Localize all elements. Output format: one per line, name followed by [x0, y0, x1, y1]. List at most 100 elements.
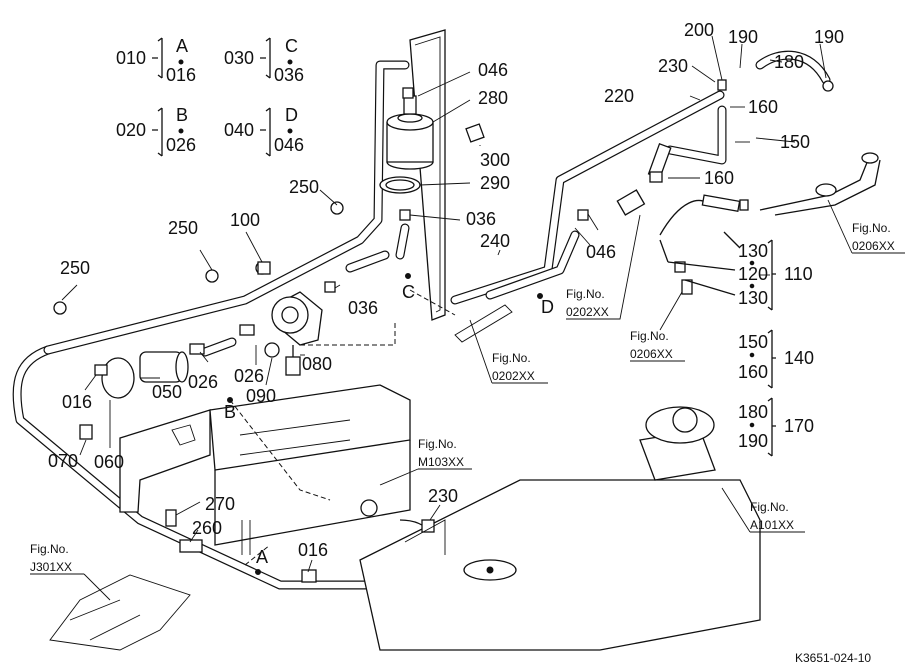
group-total: 110: [784, 264, 813, 284]
svg-text:Fig.No.: Fig.No.: [492, 351, 531, 365]
callout: 026: [188, 372, 218, 392]
fuel-strainer: [101, 351, 189, 399]
group-item: 160: [738, 362, 768, 382]
legend-code: 010: [116, 48, 146, 68]
callout: 026: [234, 366, 264, 386]
callout: 250: [168, 218, 198, 238]
fig-ref-0202-low: Fig.No. 0202XX: [454, 304, 548, 384]
svg-text:Fig.No.: Fig.No.: [30, 542, 69, 556]
callout: 090: [246, 386, 276, 406]
frame-rail: [209, 384, 411, 546]
callout: 220: [604, 86, 634, 106]
fig-ref-0202-mid: Fig.No. 0202XX: [566, 214, 641, 320]
callout: 200: [684, 20, 714, 40]
callout: 046: [478, 60, 508, 80]
fuel-lines: [12, 50, 831, 590]
legend-code: 030: [224, 48, 254, 68]
connection-letter: D: [541, 297, 554, 317]
svg-text:Fig.No.: Fig.No.: [566, 287, 605, 301]
group-brackets: 130 120 130 110 150 160 140 180 190 170: [667, 231, 814, 457]
callout: 036: [348, 298, 378, 318]
group-total: 170: [784, 416, 814, 436]
callout: 160: [704, 168, 734, 188]
legend-entry-a: 010 A 016: [116, 36, 196, 85]
legend-letter: C: [285, 36, 298, 56]
legend-part: 036: [274, 65, 304, 85]
callout: 230: [428, 486, 458, 506]
group-item: 150: [738, 332, 768, 352]
svg-text:Fig.No.: Fig.No.: [750, 500, 789, 514]
callout: 060: [94, 452, 124, 472]
legend-part: 016: [166, 65, 196, 85]
bracket-plate: [119, 409, 211, 513]
group-total: 140: [784, 348, 814, 368]
callout: 160: [748, 97, 778, 117]
svg-text:A101XX: A101XX: [750, 518, 794, 532]
callout: 050: [152, 382, 182, 402]
bracket-frame: [409, 29, 446, 321]
callout: 270: [205, 494, 235, 514]
fitting-300: [465, 123, 485, 143]
connection-letter: A: [256, 547, 268, 567]
svg-text:Fig.No.: Fig.No.: [852, 221, 891, 235]
connection-letter: C: [402, 282, 415, 302]
group-item: 130: [738, 288, 768, 308]
fuel-filter: [386, 95, 434, 170]
group-110: 130 120 130 110: [723, 231, 813, 311]
legend-part: 026: [166, 135, 196, 155]
svg-text:0206XX: 0206XX: [630, 347, 673, 361]
svg-text:0206XX: 0206XX: [852, 239, 895, 253]
callout: 190: [728, 27, 758, 47]
svg-text:Fig.No.: Fig.No.: [630, 329, 669, 343]
callout: 016: [298, 540, 328, 560]
callout: 260: [192, 518, 222, 538]
callout: 150: [780, 132, 810, 152]
drawing-id: K3651-024-10: [795, 651, 871, 665]
group-item: 130: [738, 241, 768, 261]
legend-code: 040: [224, 120, 254, 140]
legend-letter: D: [285, 105, 298, 125]
fig-ref-m103: Fig.No. M103XX: [379, 437, 472, 486]
svg-text:M103XX: M103XX: [418, 455, 464, 469]
callout: 046: [586, 242, 616, 262]
callout: 016: [62, 392, 92, 412]
leader-lines: [61, 35, 827, 573]
callout: 250: [60, 258, 90, 278]
fuel-tank: [359, 406, 761, 651]
callout: 290: [480, 173, 510, 193]
callout: 080: [302, 354, 332, 374]
connection-letter: B: [224, 402, 236, 422]
legend-code: 020: [116, 120, 146, 140]
group-item: 120: [738, 264, 768, 284]
callout: 100: [230, 210, 260, 230]
fig-ref-0206-top: Fig.No. 0206XX: [827, 199, 905, 254]
svg-text:J301XX: J301XX: [30, 560, 72, 574]
fig-ref-0206-mid: Fig.No. 0206XX: [630, 291, 685, 362]
legend-entry-c: 030 C 036: [224, 36, 304, 85]
legend-letter: A: [176, 36, 188, 56]
hose-assembly-right: [616, 143, 881, 216]
callout: 240: [480, 231, 510, 251]
group-item: 190: [738, 431, 768, 451]
fig-ref-j301: Fig.No. J301XX: [30, 542, 111, 601]
callout: 230: [658, 56, 688, 76]
callout: 280: [478, 88, 508, 108]
callout: 190: [814, 27, 844, 47]
fig-ref-a101: Fig.No. A101XX: [721, 487, 805, 533]
svg-text:Fig.No.: Fig.No.: [418, 437, 457, 451]
legend-part: 046: [274, 135, 304, 155]
group-item: 180: [738, 402, 768, 422]
bottom-left-part: [49, 574, 191, 651]
callout: 070: [48, 451, 78, 471]
callout: 180: [774, 52, 804, 72]
svg-text:0202XX: 0202XX: [492, 369, 535, 383]
clamp-band: [379, 176, 421, 194]
group-140: 150 160 140: [738, 329, 814, 389]
connection-letters: C D B A: [224, 273, 554, 575]
svg-text:0202XX: 0202XX: [566, 305, 609, 319]
callouts: 200 190 190 230 180 220 160 150 160 046 …: [48, 20, 844, 560]
callout: 036: [466, 209, 496, 229]
legend-entry-b: 020 B 026: [116, 105, 196, 157]
fuel-pump: [271, 291, 323, 376]
